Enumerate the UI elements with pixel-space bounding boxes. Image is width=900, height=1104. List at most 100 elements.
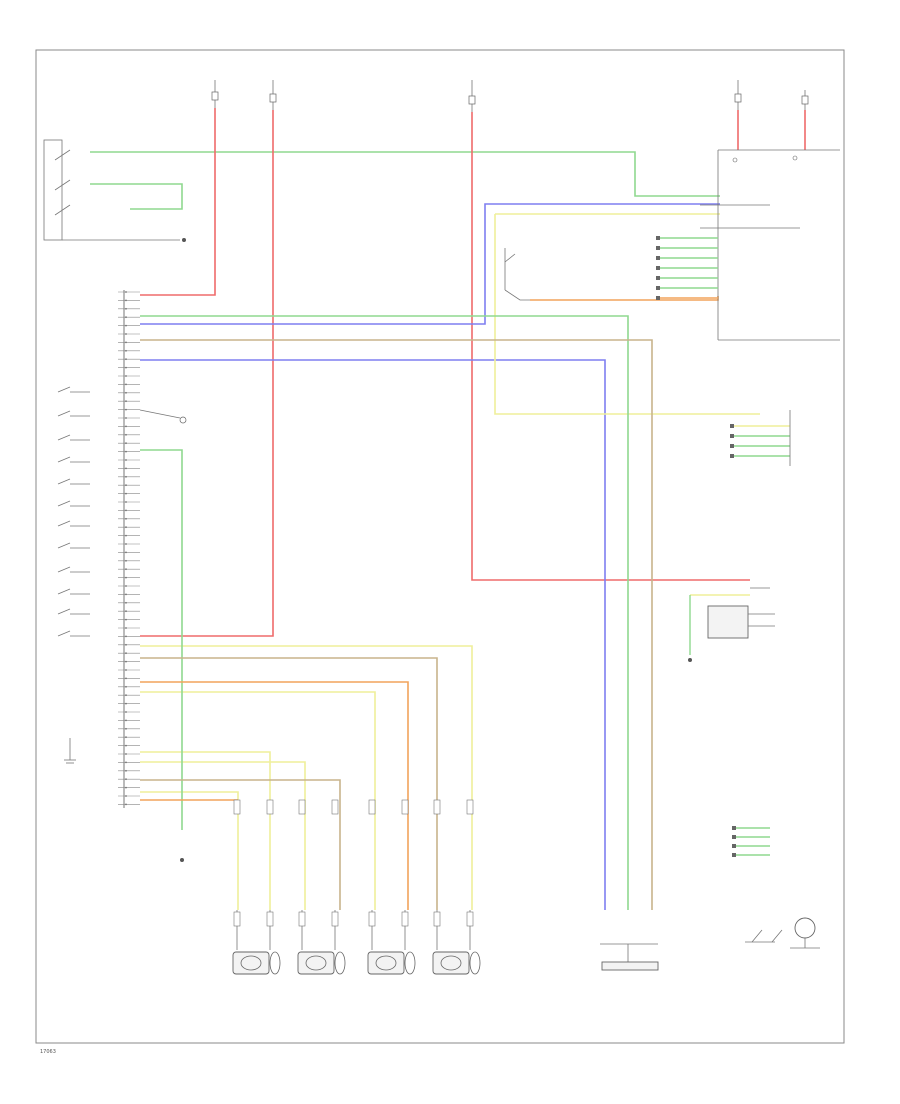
wire-green-3 <box>140 449 183 830</box>
center-relay <box>504 248 530 301</box>
module-pin-dot <box>125 526 127 529</box>
control-switch-contact-2 <box>771 929 783 943</box>
module-pin-dot <box>125 744 127 747</box>
fuse-2 <box>269 93 277 103</box>
wire-orange-1 <box>140 681 409 910</box>
module-pin-dot <box>125 517 127 520</box>
fuse-1 <box>211 91 219 101</box>
right-mid-pin <box>730 454 734 458</box>
module-pin-dot <box>125 761 127 764</box>
right-mid-pin <box>730 444 734 448</box>
module-pin-dot <box>125 685 127 688</box>
speaker-connector <box>466 799 474 815</box>
central-module <box>700 149 840 341</box>
wire-tan-2 <box>140 657 438 910</box>
switch-contact-3 <box>54 204 71 216</box>
bottom-connector <box>600 943 659 971</box>
antenna-amplifier-box <box>707 605 749 639</box>
internal-switch <box>57 478 71 485</box>
fuse-group <box>211 80 809 112</box>
internal-switch <box>57 386 71 393</box>
module-pin-dot <box>125 669 127 671</box>
wire-group <box>90 108 806 910</box>
module-pin-dot <box>125 635 127 638</box>
module-pin-dot <box>125 677 127 680</box>
module-pin-dot <box>125 484 127 487</box>
module-pin-dot <box>125 727 127 730</box>
ground-bottom-left <box>180 858 184 862</box>
module-pin-dot <box>125 778 127 781</box>
module-pin-dot <box>125 803 127 806</box>
module-pin-dot <box>125 551 127 554</box>
internal-switch <box>57 588 71 595</box>
wire-yellow-1 <box>140 645 473 910</box>
module-pin-dot <box>125 425 127 428</box>
antenna-amplifier <box>688 587 775 662</box>
module-pin-dot <box>125 391 127 394</box>
module-pin-dot <box>125 694 127 697</box>
wire-green-switch <box>90 183 183 210</box>
internal-switch <box>57 542 71 549</box>
wire-green-top <box>90 151 720 197</box>
internal-switch <box>57 434 71 441</box>
mid-connector <box>656 236 718 300</box>
module-pin-dot <box>125 459 127 461</box>
switch-box <box>43 139 63 241</box>
wire-tan-1 <box>140 339 653 910</box>
control-switch <box>745 917 820 949</box>
wire-red-fuse-2 <box>140 110 274 637</box>
module-pin-dot <box>125 568 127 571</box>
wire-yellow-3 <box>140 751 271 910</box>
wire-yellow-4 <box>140 791 239 910</box>
mid-connector-pin <box>656 286 660 290</box>
wire-tan-3 <box>140 779 341 910</box>
module-pin-dot <box>125 702 127 705</box>
speaker-body <box>232 951 270 975</box>
speaker-connector <box>298 799 306 815</box>
module-pin-dot <box>125 400 127 403</box>
module-pin-dot <box>125 559 127 562</box>
module-pin-dot <box>125 417 127 419</box>
module-pin-dot <box>125 501 127 503</box>
speaker-magnet-icon <box>404 951 416 975</box>
module-pin-dot <box>125 736 127 739</box>
right-bottom-pin <box>732 853 736 857</box>
speaker-body <box>367 951 405 975</box>
module-pin-dot <box>125 383 127 386</box>
ground-point-icon <box>182 238 186 242</box>
wire-red-fuse-1 <box>140 108 216 296</box>
module-pin-dot <box>125 442 127 445</box>
speaker-connector <box>331 911 339 927</box>
wire-blue-2 <box>140 359 606 910</box>
module-pin-dot <box>125 450 127 453</box>
switch-contact-1 <box>54 149 71 161</box>
internal-switch <box>57 520 71 527</box>
speaker-connector <box>266 799 274 815</box>
internal-switch <box>57 500 71 507</box>
speaker-connector <box>331 799 339 815</box>
module-pin-dot <box>125 769 127 772</box>
speaker-group <box>232 799 481 975</box>
center-relay-contact <box>504 253 516 263</box>
speaker-connector <box>266 911 274 927</box>
internal-switch <box>57 566 71 573</box>
module-pin-dot <box>125 576 127 579</box>
fuse-4 <box>734 93 742 103</box>
diagram-code: 17063 <box>40 1049 56 1055</box>
main-module <box>57 290 140 808</box>
right-bottom-pin <box>732 835 736 839</box>
central-contact-1 <box>732 157 738 163</box>
wire-green-2 <box>140 315 629 910</box>
diagram-frame <box>35 49 845 1044</box>
speaker-body <box>432 951 470 975</box>
control-switch-contact-1 <box>751 929 763 943</box>
mid-connector-pin <box>656 246 660 250</box>
right-mid-pin <box>730 424 734 428</box>
speaker-magnet-icon <box>469 951 481 975</box>
right-bottom-pin <box>732 826 736 830</box>
mid-connector-pin <box>656 276 660 280</box>
speaker-body <box>297 951 335 975</box>
ground-node-icon <box>180 858 184 862</box>
